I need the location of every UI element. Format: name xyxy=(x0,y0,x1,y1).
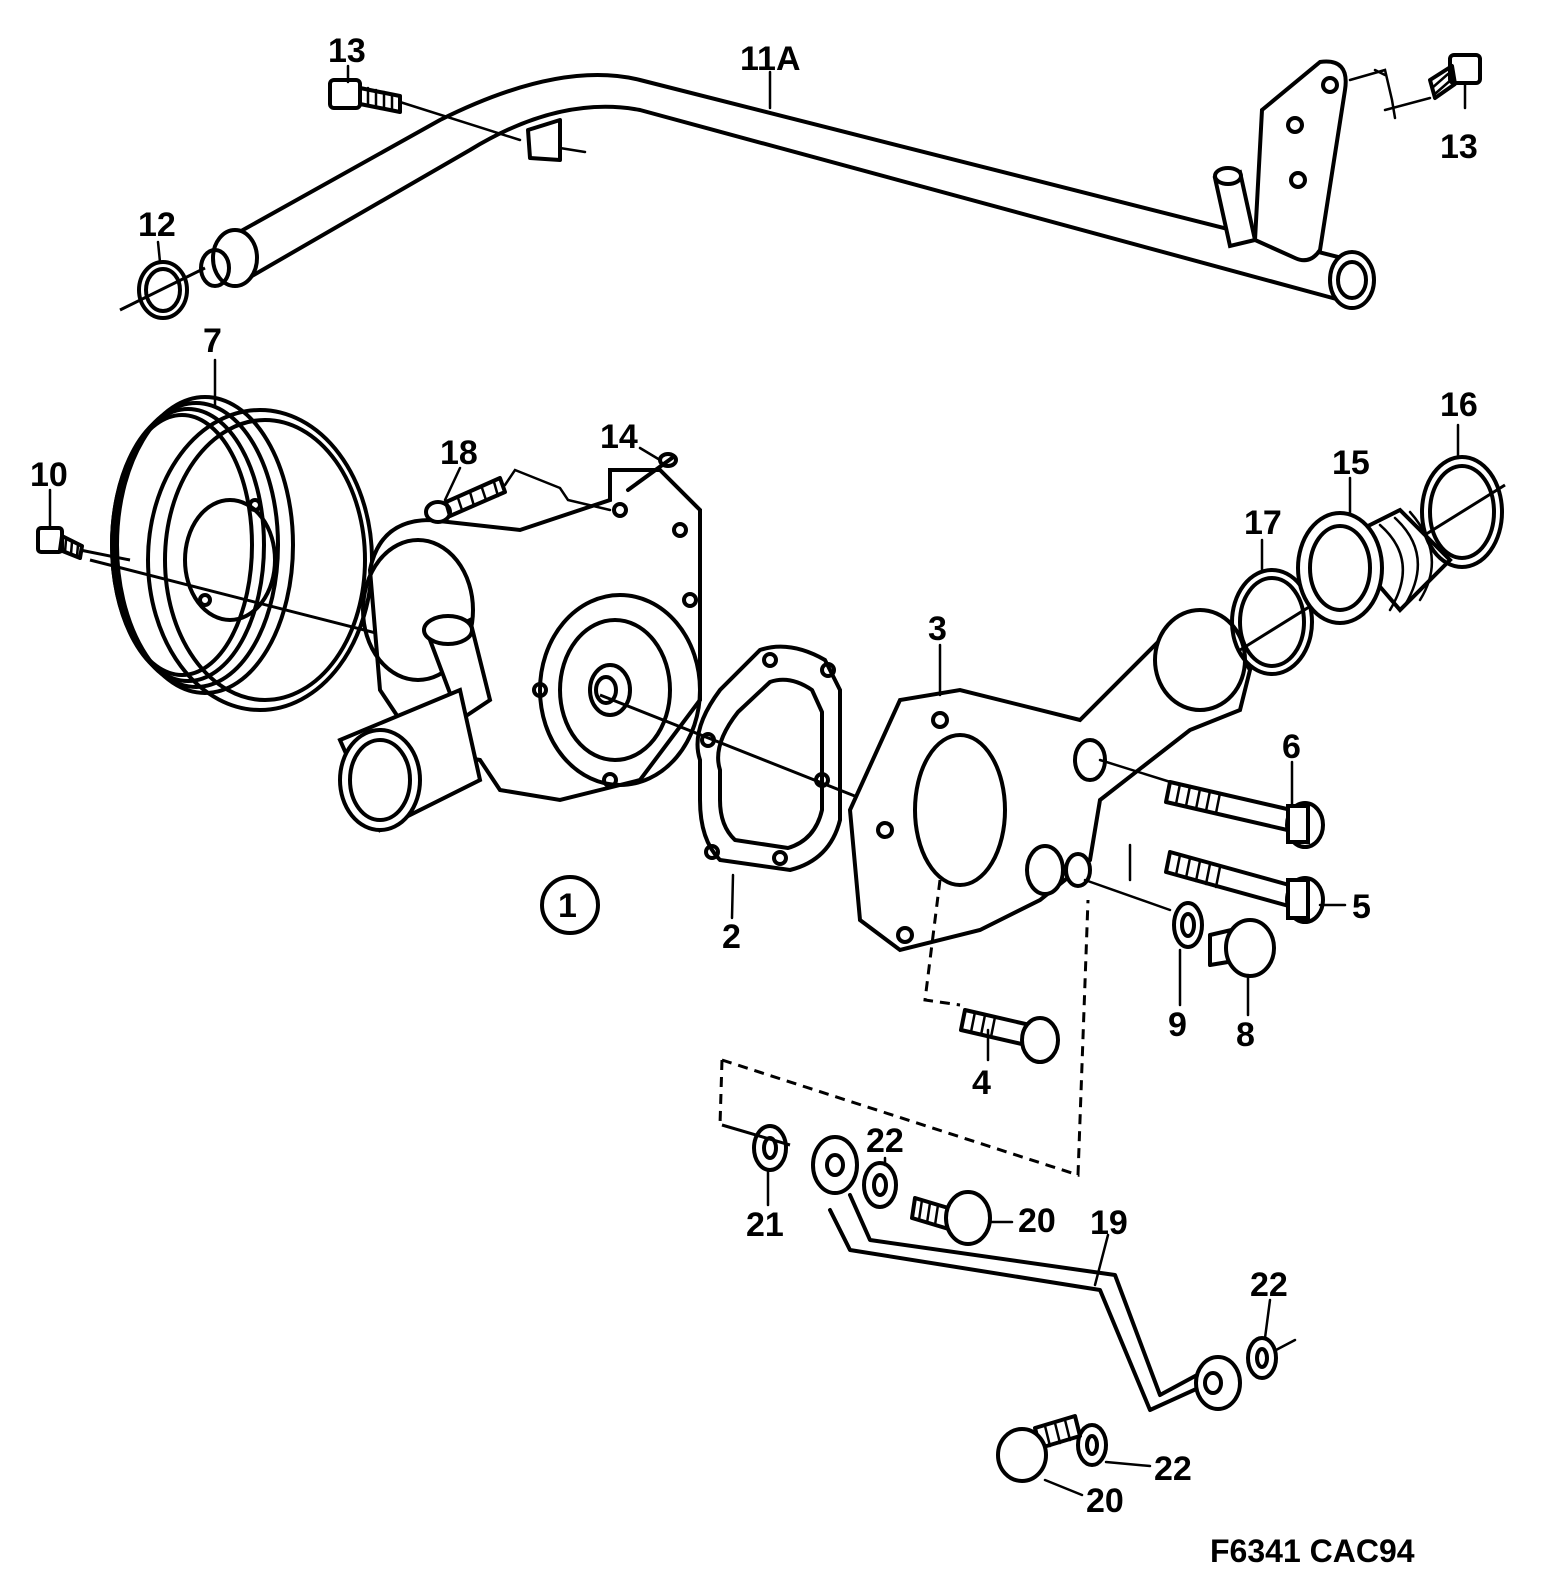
label-13-left: 13 xyxy=(328,32,366,70)
bolt-13-right xyxy=(1383,53,1482,112)
banjo-bolt-20-upper xyxy=(910,1190,992,1246)
water-pump-housing xyxy=(337,468,702,833)
assembly-marker-label: 1 xyxy=(558,887,577,925)
washer-22-lower xyxy=(1076,1423,1108,1467)
bolt-4 xyxy=(923,879,1060,1064)
label-21: 21 xyxy=(746,1206,784,1244)
label-14: 14 xyxy=(600,418,638,456)
bolt-6 xyxy=(1164,780,1325,849)
plug-8 xyxy=(1208,918,1276,978)
label-22-upper: 22 xyxy=(866,1122,904,1160)
seal-ring-12 xyxy=(137,260,189,320)
label-12: 12 xyxy=(138,206,176,244)
label-13-right: 13 xyxy=(1440,128,1478,166)
label-5: 5 xyxy=(1352,888,1371,926)
label-9: 9 xyxy=(1168,1006,1187,1044)
label-18: 18 xyxy=(440,434,478,472)
label-3: 3 xyxy=(928,610,947,648)
hose-connector xyxy=(1296,507,1453,625)
label-11a: 11A xyxy=(740,40,801,78)
gasket xyxy=(695,644,842,873)
label-7: 7 xyxy=(203,322,222,360)
label-15: 15 xyxy=(1332,444,1370,482)
label-20-upper: 20 xyxy=(1018,1202,1056,1240)
banjo-bolt-20-lower xyxy=(996,1414,1082,1483)
drawing-code: F6341 CAC94 xyxy=(1210,1533,1415,1569)
washer-22-right xyxy=(1246,1336,1297,1380)
washer-22-upper xyxy=(862,1161,898,1209)
bolt-10 xyxy=(36,526,84,560)
label-6: 6 xyxy=(1282,728,1301,766)
seal-ring-17 xyxy=(1230,568,1314,676)
seal-ring-16 xyxy=(1420,455,1504,569)
label-17: 17 xyxy=(1244,504,1282,542)
pulley xyxy=(110,395,374,712)
label-16: 16 xyxy=(1440,386,1478,424)
leader-lines xyxy=(48,64,1467,1497)
washer-9 xyxy=(1172,901,1204,949)
bolt-5 xyxy=(1164,850,1325,924)
label-8: 8 xyxy=(1236,1016,1255,1054)
coolant-pipe xyxy=(199,59,1397,310)
label-19: 19 xyxy=(1090,1204,1128,1242)
bolt-13-left xyxy=(328,78,522,142)
label-4: 4 xyxy=(972,1064,991,1102)
assembly-marker: 1 xyxy=(540,875,600,935)
thermostat-housing xyxy=(847,608,1253,953)
coolant-tube xyxy=(811,1135,1242,1412)
label-22-right: 22 xyxy=(1250,1266,1288,1304)
screw-18 xyxy=(424,468,612,524)
label-2: 2 xyxy=(722,918,741,956)
label-10: 10 xyxy=(30,456,68,494)
label-20-lower: 20 xyxy=(1086,1482,1124,1520)
washer-21 xyxy=(752,1124,788,1172)
label-22-lower: 22 xyxy=(1154,1450,1192,1488)
